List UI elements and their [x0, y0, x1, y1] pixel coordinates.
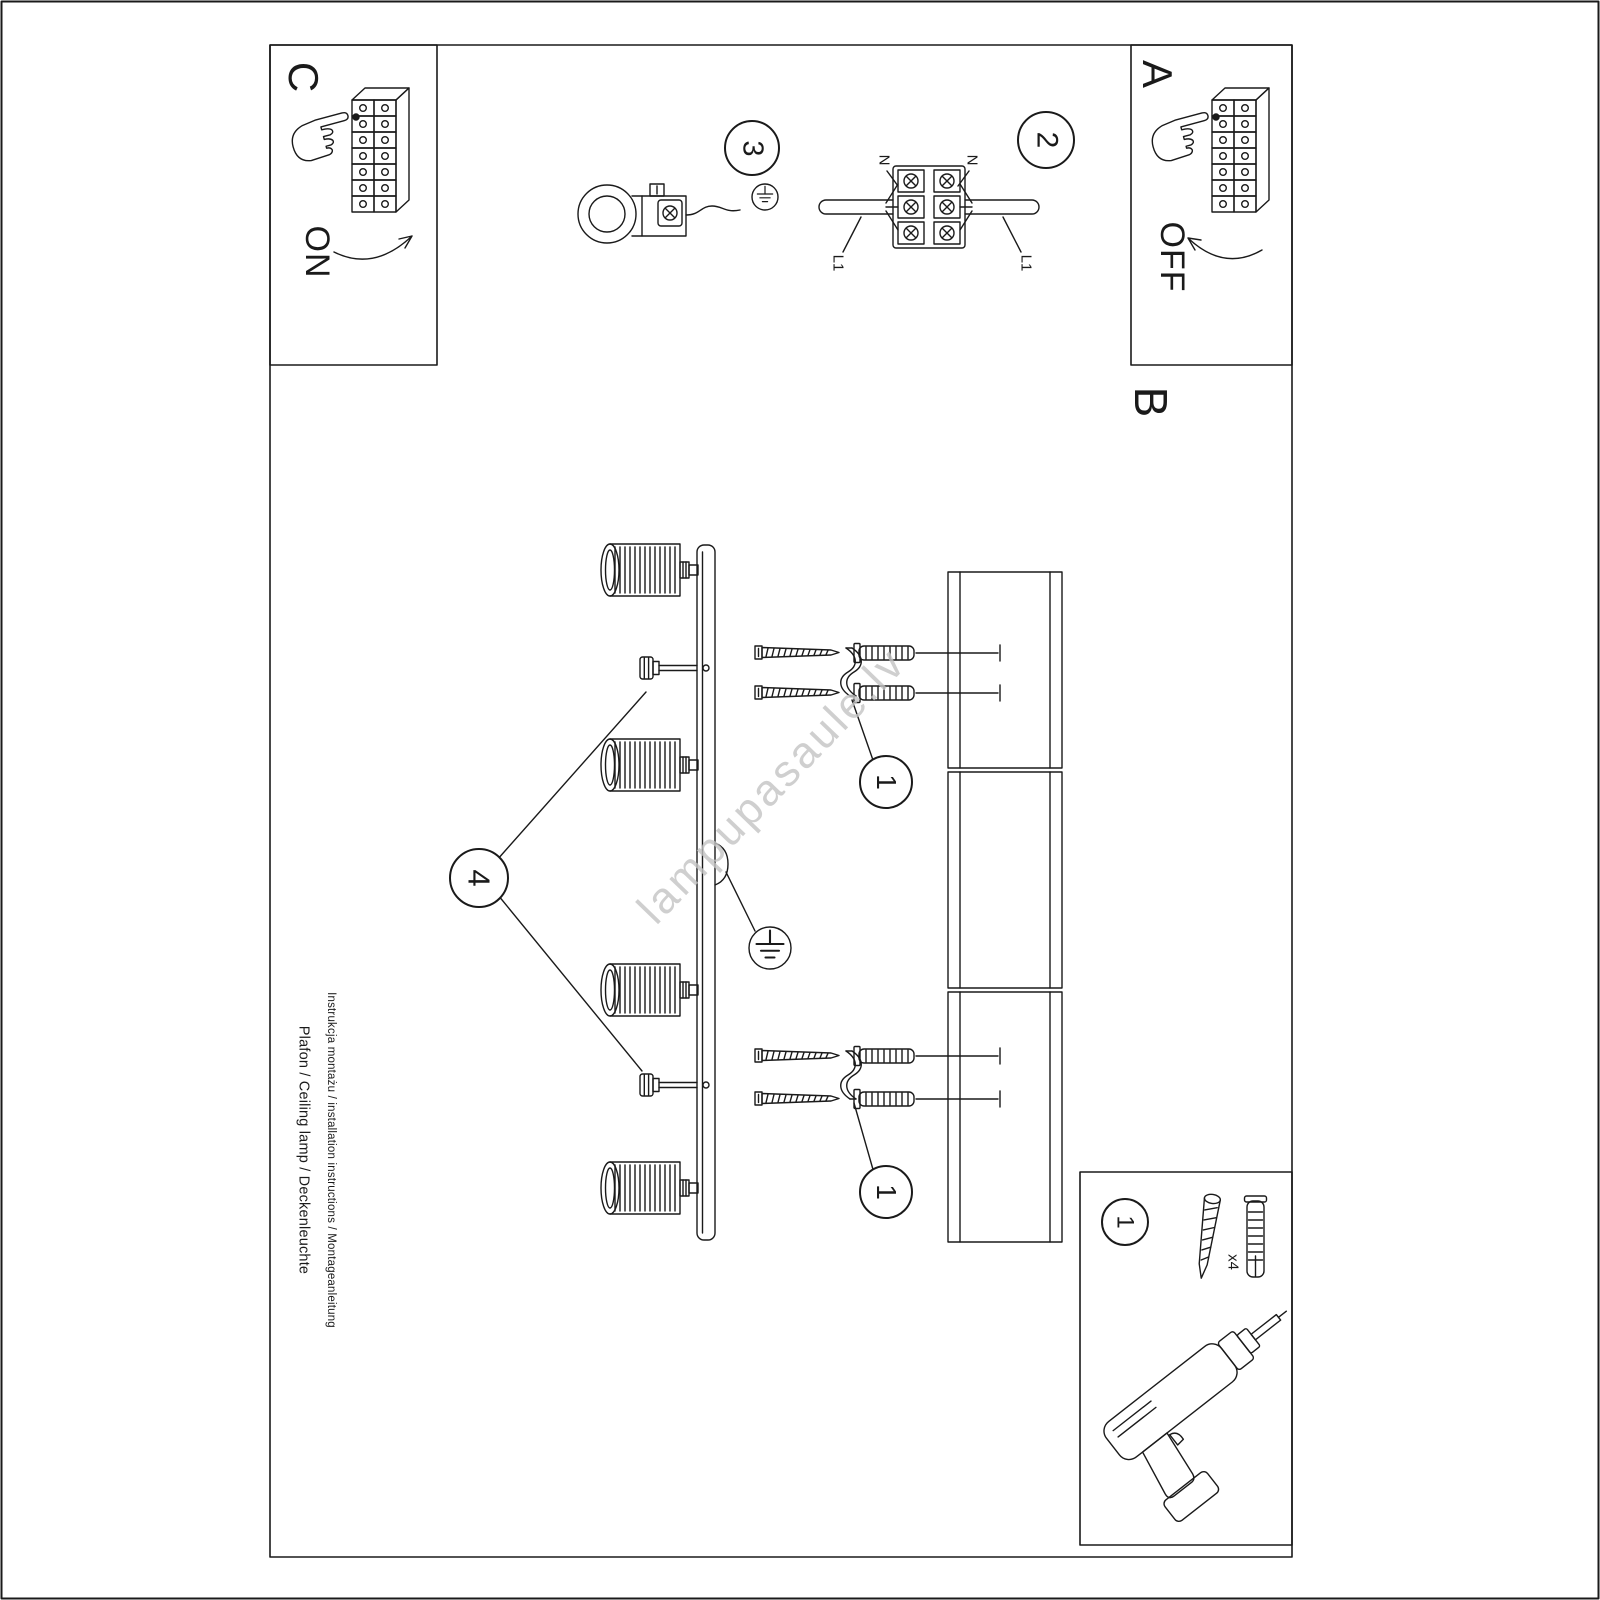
spotlight-1 [600, 543, 699, 597]
wall-plug-icon [853, 1088, 915, 1110]
adjust-screw-lower [639, 1073, 698, 1097]
earth-ground-icon [756, 185, 774, 203]
terminal-screw-icon [939, 199, 955, 215]
terminal-screw-icon [903, 199, 919, 215]
step-4-number: 4 [462, 869, 497, 887]
terminal-block-illustration [818, 165, 1040, 253]
step-2-badge: 2 [1017, 111, 1075, 169]
pointing-hand-icon [287, 110, 358, 165]
spotlight-2 [600, 738, 699, 792]
hardware-box-illustration [1103, 1193, 1288, 1523]
terminal-screw-icon [903, 225, 919, 241]
step-1-number: 1 [870, 1184, 902, 1200]
step-3-number: 3 [736, 139, 769, 157]
footer-line-2: Plafon / Ceiling lamp / Deckenleuchte [295, 1025, 312, 1275]
mounting-screw-icon [754, 645, 840, 660]
step-4-badge: 4 [449, 848, 509, 908]
terminal-screw-icon [662, 205, 678, 221]
panel-c-label: C [280, 61, 327, 93]
terminal-screw-icon [939, 225, 955, 241]
wall-plug-icon [1243, 1195, 1268, 1278]
terminal-screw-icon [939, 173, 955, 189]
step-2-number: 2 [1030, 131, 1063, 149]
lamp-holder-illustration [577, 183, 779, 244]
terminal-strip-icon [352, 88, 409, 212]
ceiling-profile [947, 571, 1063, 1243]
fasteners-lower [754, 1045, 999, 1110]
spotlight-3 [600, 963, 699, 1017]
step-1-number: 1 [1111, 1215, 1139, 1229]
panel-a-label: A [1134, 59, 1181, 89]
terminal-strip-icon [1212, 88, 1269, 212]
spotlight-4 [600, 1161, 699, 1215]
earth-ground-icon [755, 929, 785, 959]
pointing-hand-icon [1147, 110, 1218, 165]
mounting-bar [696, 544, 729, 1241]
step-1-badge-upper: 1 [859, 755, 913, 809]
leader-lines [496, 691, 875, 1174]
mounting-screw-icon [754, 1048, 840, 1063]
ground-symbol [748, 926, 792, 970]
ground-wire [685, 205, 741, 216]
wire-label-n-right: N [963, 154, 981, 166]
cable-right [964, 199, 1040, 215]
wire-label-n-left: N [875, 154, 893, 166]
wall-plug-icon [853, 1045, 915, 1067]
cable-left [818, 199, 894, 215]
fasteners-upper [754, 642, 999, 704]
terminal-screw-icon [903, 173, 919, 189]
panel-b-label: B [1125, 386, 1177, 418]
panel-a-illustration [1147, 88, 1269, 260]
power-drill-icon [1103, 1310, 1288, 1523]
step-3-badge: 3 [724, 120, 780, 176]
wood-screw-icon [1198, 1193, 1222, 1279]
footer-line-1: Instrukcja montażu / installation instru… [324, 992, 337, 1328]
wire-label-l1-left: L1 [829, 254, 847, 272]
hardware-quantity-label: x4 [1224, 1254, 1242, 1270]
adjust-screw-upper [639, 656, 698, 680]
arrow-off-icon [1187, 237, 1263, 260]
arrow-on-icon [333, 235, 413, 260]
step-1-badge-hardware: 1 [1101, 1198, 1149, 1246]
switch-state-off: OFF [1153, 221, 1191, 293]
panel-c-illustration [287, 88, 413, 260]
wire-label-l1-right: L1 [1017, 254, 1035, 272]
switch-state-on: ON [298, 225, 336, 279]
mounting-clip-icon [840, 1050, 862, 1100]
mounting-screw-icon [754, 1091, 840, 1106]
step-1-number: 1 [870, 774, 902, 790]
step-1-badge-lower: 1 [859, 1165, 913, 1219]
